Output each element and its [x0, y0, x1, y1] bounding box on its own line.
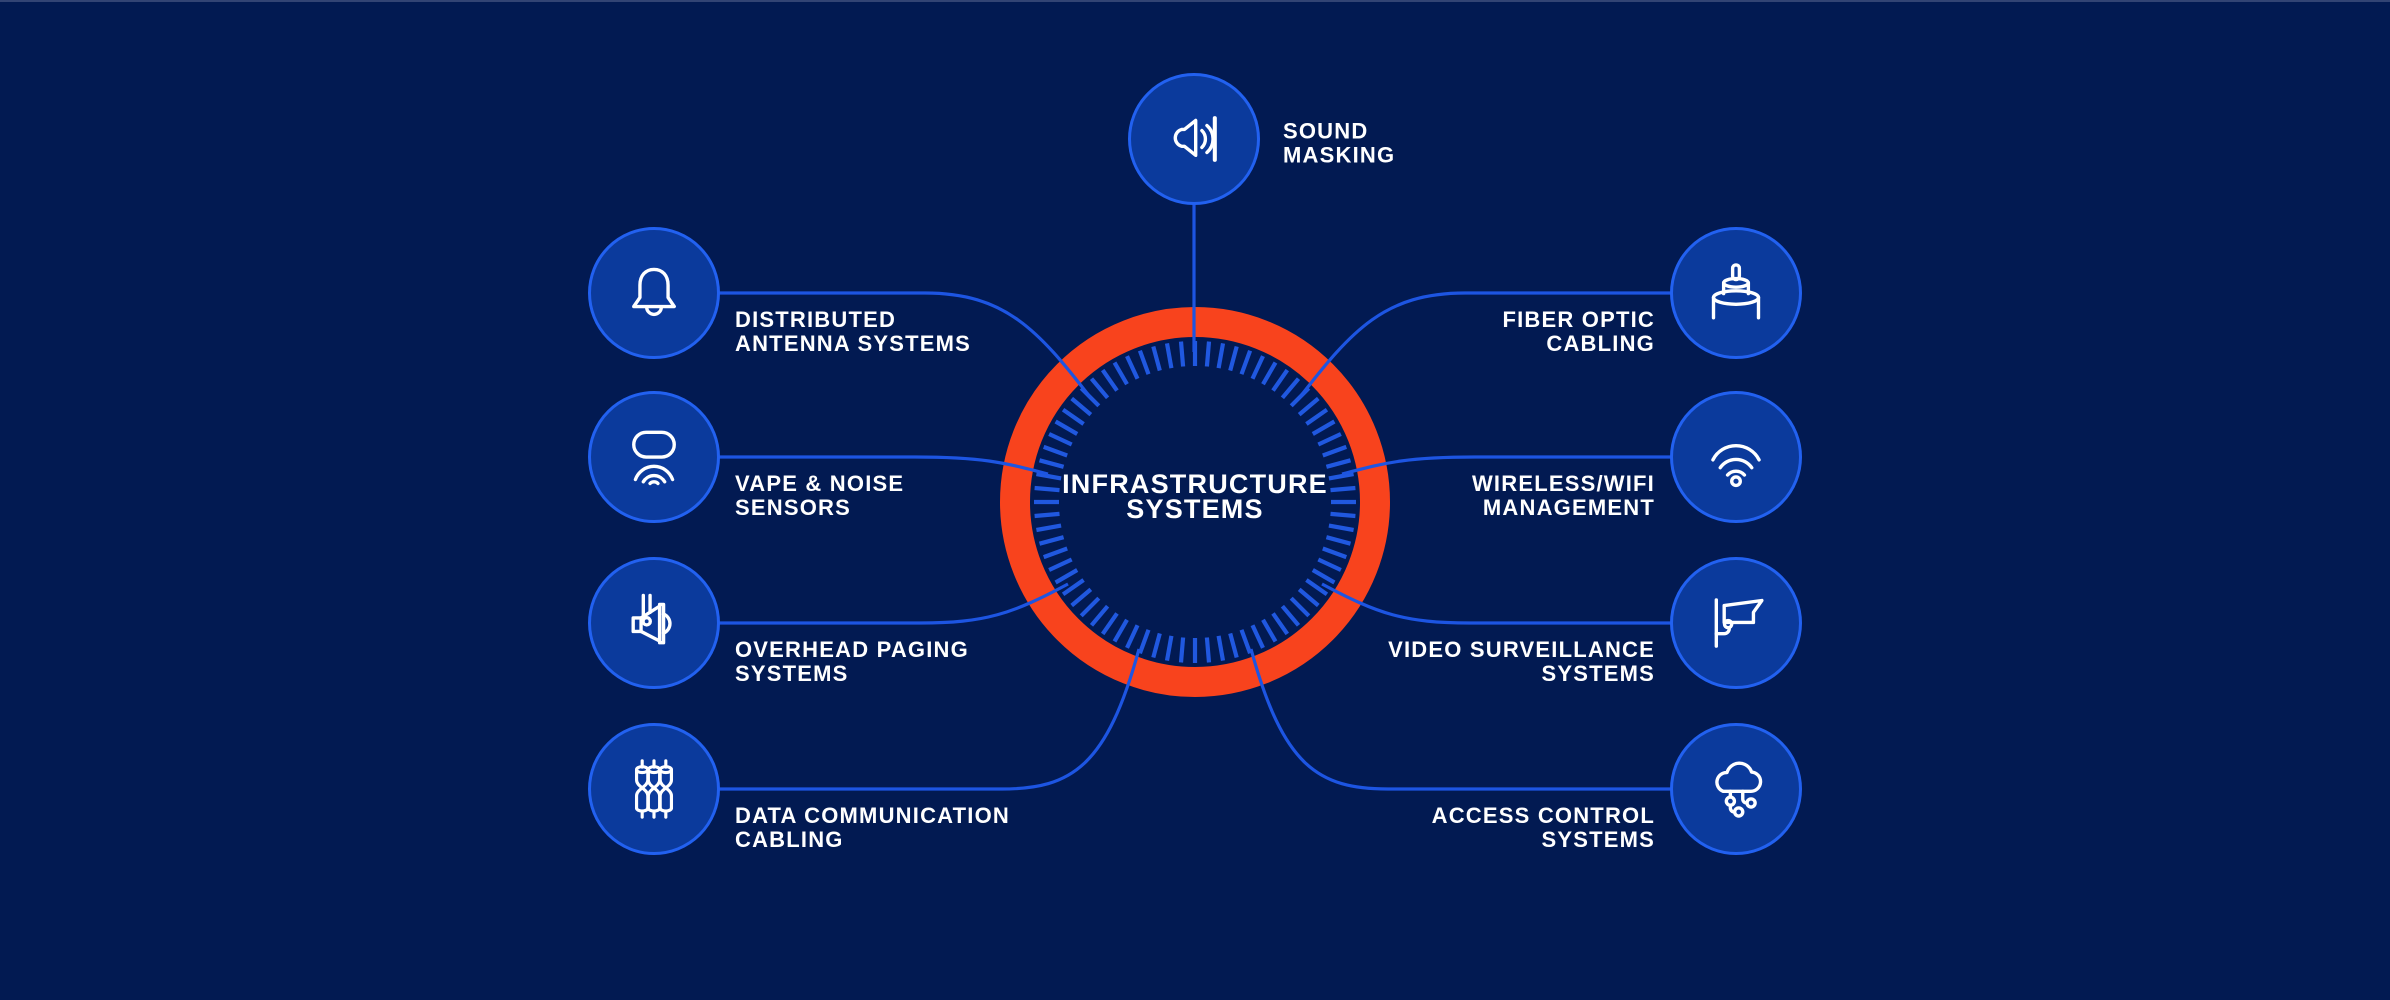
node-video-surveillance — [1670, 557, 1802, 689]
fiber-optic-cable-icon — [1711, 263, 1761, 320]
paging-horn-icon — [631, 593, 672, 645]
node-fiber-optic — [1670, 227, 1802, 359]
wire-right-2 — [1341, 455, 1736, 476]
sensor-waves-icon — [632, 430, 676, 486]
speaker-wave-icon — [1173, 116, 1217, 162]
wifi-icon — [1711, 443, 1761, 488]
node-sound-masking — [1128, 73, 1260, 205]
cctv-camera-icon — [1714, 598, 1764, 648]
node-overhead-paging — [588, 557, 720, 689]
center-title-line2: SYSTEMS — [1126, 494, 1264, 524]
wire-right-3 — [1321, 582, 1736, 625]
label-vape-noise-sensors: VAPE & NOISE SENSORS — [735, 471, 905, 520]
label-distributed-antenna: DISTRIBUTED ANTENNA SYSTEMS — [735, 307, 971, 356]
wire-left-4 — [654, 648, 1141, 791]
node-wireless-wifi — [1670, 391, 1802, 523]
wire-right-4 — [1249, 648, 1736, 791]
label-access-control: ACCESS CONTROL SYSTEMS — [1431, 803, 1655, 852]
label-data-cabling: DATA COMMUNICATION CABLING — [735, 803, 1010, 852]
label-video-surveillance: VIDEO SURVEILLANCE SYSTEMS — [1388, 637, 1655, 686]
node-distributed-antenna — [588, 227, 720, 359]
center-title: INFRASTRUCTURE SYSTEMS — [1062, 469, 1328, 524]
wire-right-1 — [1298, 291, 1736, 398]
label-fiber-optic: FIBER OPTIC CABLING — [1502, 307, 1655, 356]
wire-left-1 — [654, 291, 1092, 398]
cloud-network-icon — [1715, 761, 1763, 818]
node-access-control — [1670, 723, 1802, 855]
bell-icon — [632, 267, 676, 316]
node-data-cabling — [588, 723, 720, 855]
wire-left-3 — [654, 582, 1069, 625]
wire-left-2 — [654, 455, 1049, 476]
twisted-pair-cables-icon — [634, 759, 674, 819]
label-wireless-wifi: WIRELESS/WIFI MANAGEMENT — [1471, 471, 1655, 520]
label-sound-masking: SOUND MASKING — [1283, 118, 1396, 167]
center-title-line1: INFRASTRUCTURE — [1062, 469, 1328, 499]
label-overhead-paging: OVERHEAD PAGING SYSTEMS — [735, 637, 969, 686]
node-vape-noise-sensors — [588, 391, 720, 523]
